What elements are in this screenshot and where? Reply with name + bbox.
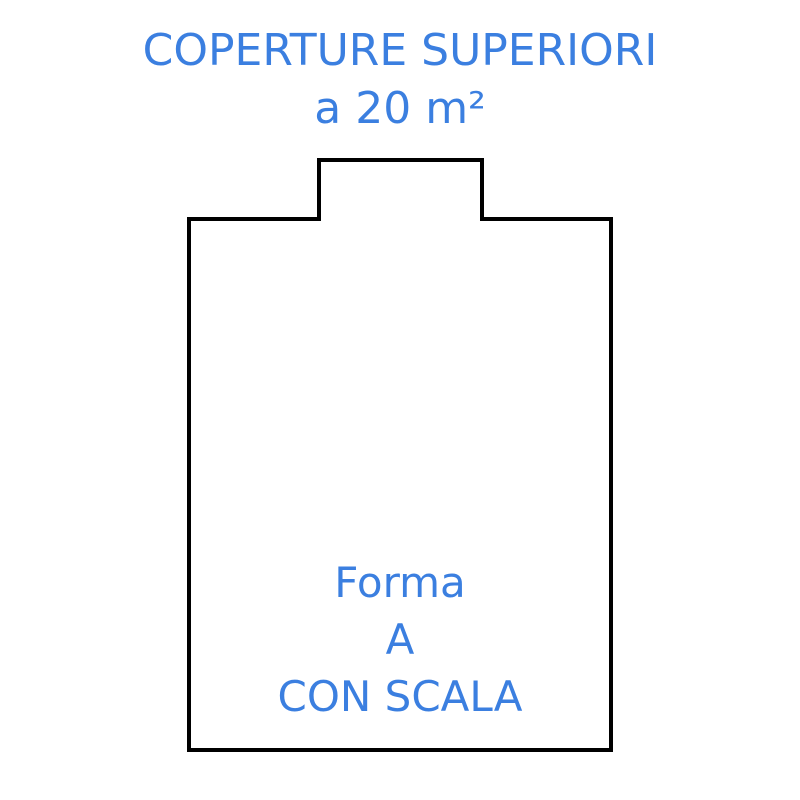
title-line-2: a 20 m² — [314, 83, 486, 134]
shape-label-line-2: A — [385, 615, 415, 664]
shape-label: Forma A CON SCALA — [190, 554, 610, 725]
shape-label-line-3: CON SCALA — [277, 672, 523, 721]
diagram-title: COPERTURE SUPERIORI a 20 m² — [0, 22, 800, 138]
shape-label-line-1: Forma — [334, 558, 466, 607]
title-line-1: COPERTURE SUPERIORI — [142, 25, 658, 76]
floor-plan-outline — [187, 158, 613, 752]
